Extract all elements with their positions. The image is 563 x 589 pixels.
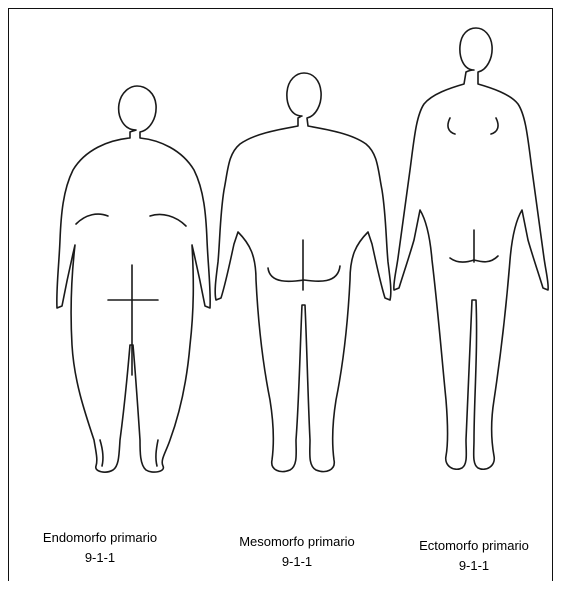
endomorph-right-heel [156, 440, 158, 466]
ectomorph-left-scapula [448, 118, 455, 134]
endomorph-left-heel [100, 440, 103, 466]
ectomorph-caption: Ectomorfo primario 9-1-1 [384, 536, 563, 576]
mesomorph-label: Mesomorfo primario [207, 532, 387, 552]
mesomorph-gluteal-fold [268, 266, 340, 281]
ectomorph-outline [394, 28, 548, 469]
endomorph-right-fold [150, 214, 186, 226]
ectomorph-right-scapula [491, 118, 498, 134]
ectomorph-figure [394, 28, 548, 469]
mesomorph-code: 9-1-1 [207, 552, 387, 572]
ectomorph-label: Ectomorfo primario [384, 536, 563, 556]
mesomorph-figure [215, 73, 391, 472]
ectomorph-code: 9-1-1 [384, 556, 563, 576]
endomorph-left-fold [76, 214, 108, 224]
endomorph-label: Endomorfo primario [10, 528, 190, 548]
endomorph-caption: Endomorfo primario 9-1-1 [10, 528, 190, 568]
mesomorph-caption: Mesomorfo primario 9-1-1 [207, 532, 387, 572]
endomorph-figure [57, 86, 210, 472]
endomorph-outline [57, 86, 210, 472]
endomorph-code: 9-1-1 [10, 548, 190, 568]
